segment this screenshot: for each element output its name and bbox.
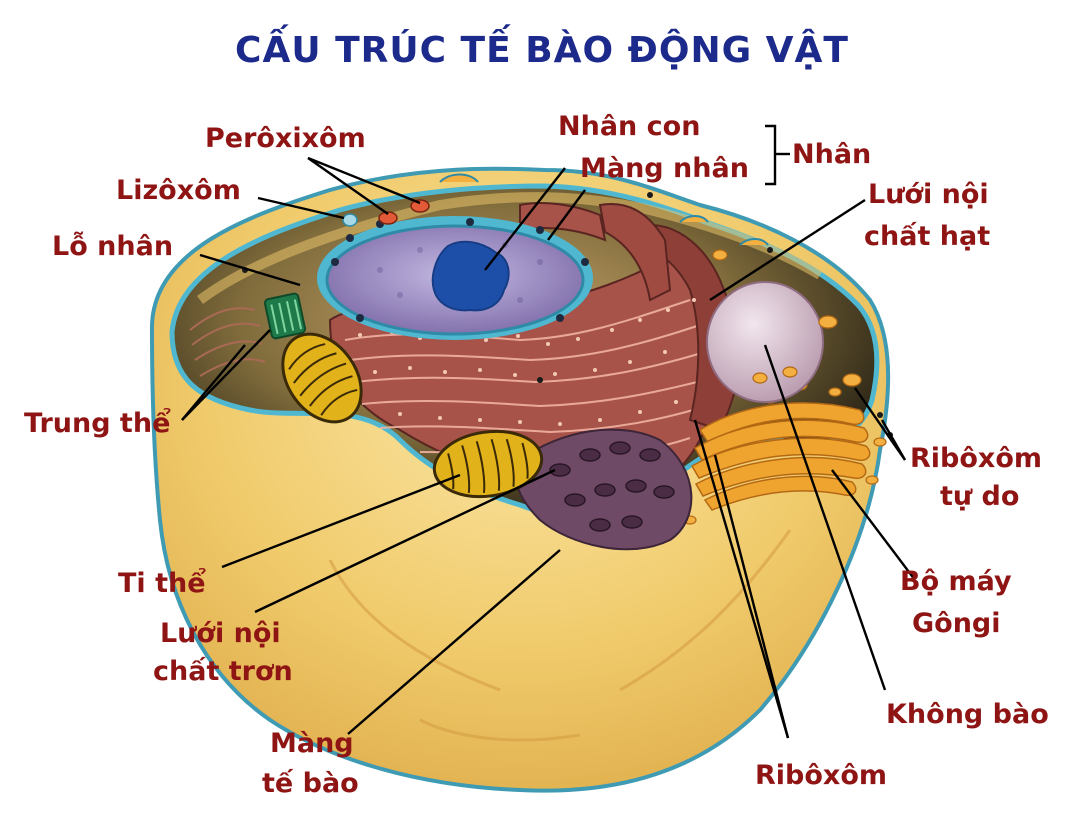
label-golgi-line2: Gôngi [912, 608, 1001, 639]
label-nucleus: Nhân [792, 139, 871, 170]
golgi-apparatus [683, 379, 887, 525]
centriole-shape [189, 292, 307, 377]
label-smooth-er-line2: chất trơn [153, 656, 293, 687]
label-nuclear-membrane: Màng nhân [580, 153, 749, 184]
label-nucleolus: Nhân con [558, 111, 700, 142]
mitochondrion-2 [432, 429, 544, 499]
label-ribosome: Ribôxôm [755, 760, 887, 791]
label-cell-membrane-line2: tế bào [262, 768, 359, 799]
label-smooth-er-line1: Lưới nội [160, 618, 281, 649]
vacuole-shape [706, 281, 824, 403]
pointer-lines [181, 124, 916, 739]
lysosome-shape [342, 213, 358, 227]
nucleolus-shape [431, 240, 510, 312]
label-golgi-line1: Bộ máy [900, 566, 1012, 597]
peroxisomes [378, 199, 430, 225]
label-free-ribosome-line1: Ribôxôm [910, 443, 1042, 474]
label-rough-er-line1: Lưới nội [868, 179, 989, 210]
label-cell-membrane-line1: Màng [270, 728, 354, 759]
label-centriole: Trung thể [24, 406, 171, 439]
nucleus [317, 216, 593, 340]
surface-vesicles [439, 173, 862, 387]
label-nuclear-pore: Lỗ nhân [52, 231, 173, 262]
label-vacuole: Không bào [886, 699, 1049, 730]
label-lysosome: Lizôxôm [116, 175, 241, 206]
label-peroxisome: Perôxixôm [205, 123, 366, 154]
mitochondrion-1 [281, 332, 363, 424]
label-free-ribosome-line2: tự do [940, 481, 1019, 512]
labels: Perôxixôm Lizôxôm Lỗ nhân Trung thể Ti t… [24, 111, 1049, 799]
smooth-er [515, 428, 693, 551]
page-title: CẤU TRÚC TẾ BÀO ĐỘNG VẬT [235, 24, 849, 71]
label-rough-er-line2: chất hạt [864, 221, 990, 252]
label-mitochondrion: Ti thể [118, 566, 206, 599]
